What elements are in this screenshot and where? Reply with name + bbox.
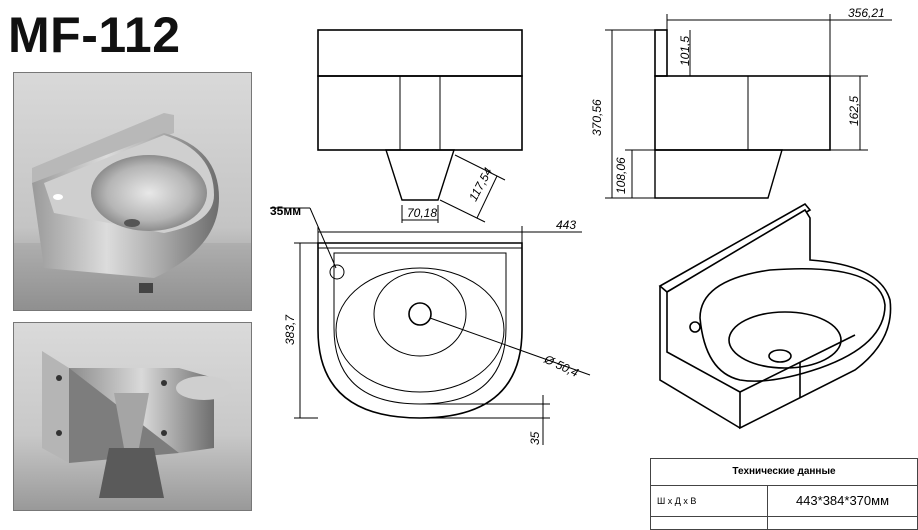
spec-table-row: Ш х Д х В 443*384*370мм — [651, 486, 917, 517]
dim-bottom-offset: 35 — [528, 431, 542, 445]
plan-view-drain-hole — [408, 302, 432, 326]
spec-key: Ш х Д х В — [651, 486, 768, 516]
dim-plan-depth: 383,7 — [283, 314, 297, 345]
dim-bottom-depth: 108,06 — [614, 157, 628, 194]
spec-table: Технические данные Ш х Д х В 443*384*370… — [650, 458, 918, 530]
front-view-drain — [385, 149, 455, 201]
dim-backsplash: 101,5 — [678, 35, 692, 66]
side-view-backsplash — [654, 29, 668, 77]
plan-view-bowl — [335, 267, 505, 393]
dim-side-height: 370,56 — [590, 99, 604, 136]
dim-overall-width: 443 — [556, 218, 577, 232]
spec-value: 443*384*370мм — [795, 493, 890, 508]
spec-table-empty-row — [651, 517, 917, 529]
front-view-backsplash — [317, 29, 523, 77]
product-title: MF-112 — [8, 7, 181, 63]
product-photo-back — [13, 322, 252, 511]
spec-table-header: Технические данные — [651, 459, 917, 486]
dim-body-height: 162,5 — [847, 95, 861, 126]
plan-view-tap-hole — [329, 264, 345, 280]
tap-hole-label: 35мм — [270, 204, 302, 218]
front-view-body — [317, 75, 523, 151]
side-view-body — [654, 75, 831, 151]
dim-drain-width: 70,18 — [407, 206, 438, 220]
isometric-view — [658, 202, 892, 430]
side-view-bottom — [654, 149, 783, 199]
product-photo-front — [13, 72, 252, 311]
dim-top-width: 356,21 — [848, 6, 885, 20]
